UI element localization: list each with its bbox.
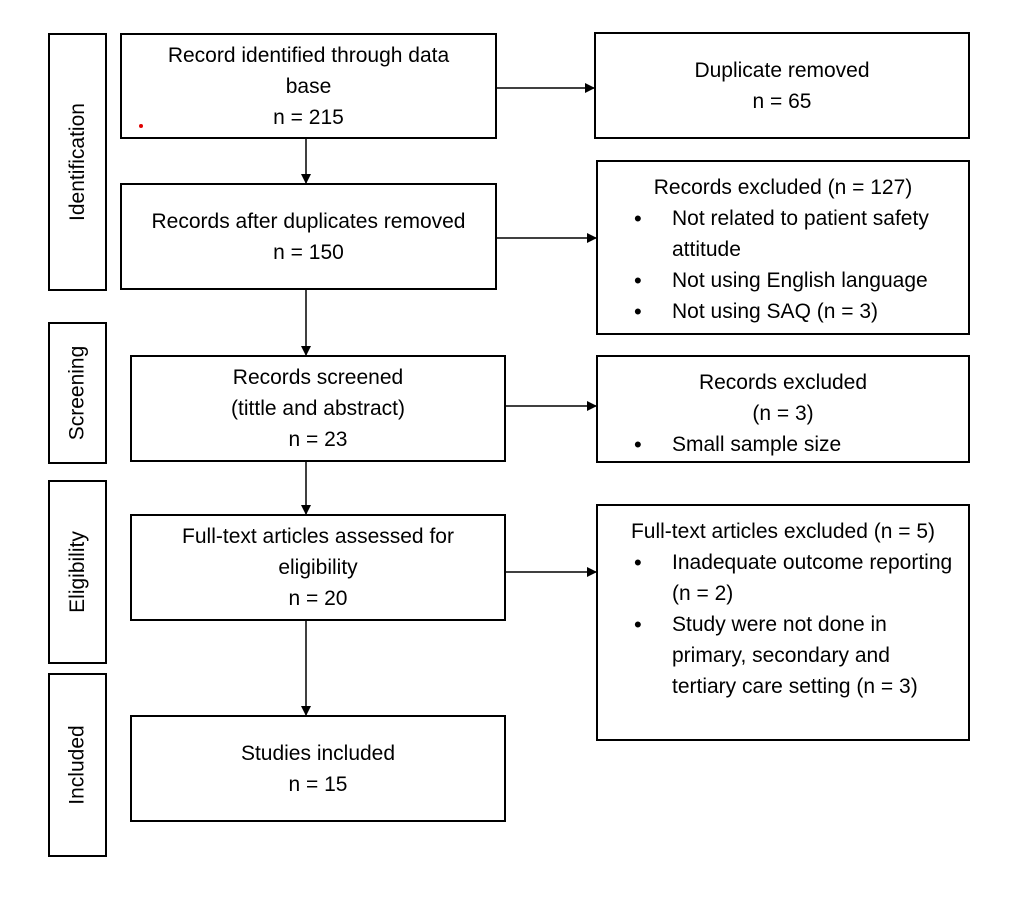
records-excluded-box-1: Records excluded (n = 127) Not related t…: [596, 160, 970, 335]
fulltext-assessed-box: Full-text articles assessed for eligibil…: [130, 514, 506, 621]
excluded1-list: Not related to patient safety attitude N…: [598, 203, 968, 327]
identified-count: n = 215: [273, 105, 344, 129]
duplicates-removed-box: Duplicate removed n = 65: [594, 32, 970, 139]
excluded3-item: Study were not done in primary, secondar…: [598, 609, 968, 702]
excluded3-list: Inadequate outcome reporting (n = 2) Stu…: [598, 547, 968, 702]
excluded2-list: Small sample size: [598, 429, 968, 460]
fulltext-excluded-box: Full-text articles excluded (n = 5) Inad…: [596, 504, 970, 741]
stage-included: Included: [48, 673, 107, 857]
fulltext-line1: Full-text articles assessed for: [182, 525, 454, 548]
excluded1-item: Not using SAQ (n = 3): [598, 296, 968, 327]
excluded3-title: Full-text articles excluded (n = 5): [630, 520, 936, 543]
duplicates-count: n = 65: [752, 89, 812, 113]
stage-eligibility-label: Eligibility: [65, 531, 89, 613]
studies-included-box: Studies included n = 15: [130, 715, 506, 822]
stage-identification-label: Identification: [65, 103, 89, 221]
red-dot-mark: [139, 124, 143, 128]
screened-box: Records screened (tittle and abstract) n…: [130, 355, 506, 462]
stage-screening: Screening: [48, 322, 107, 464]
excluded1-item: Not using English language: [598, 265, 968, 296]
duplicates-line1: Duplicate removed: [694, 58, 870, 82]
screened-count: n = 23: [288, 428, 348, 451]
excluded2-count: (n = 3): [752, 402, 814, 425]
identified-line2: base: [285, 74, 332, 98]
included-line1: Studies included: [240, 741, 396, 765]
stage-eligibility: Eligibility: [48, 480, 107, 664]
screened-line2: (tittle and abstract): [231, 397, 405, 420]
screened-line1: Records screened: [232, 366, 404, 389]
identified-records-box: Record identified through data base n = …: [120, 33, 497, 139]
after-duplicates-box: Records after duplicates removed n = 150: [120, 183, 497, 290]
fulltext-line2: eligibility: [278, 556, 358, 579]
fulltext-count: n = 20: [288, 587, 348, 610]
excluded2-item: Small sample size: [598, 429, 968, 460]
excluded1-title: Records excluded (n = 127): [653, 176, 913, 199]
after-duplicates-line1: Records after duplicates removed: [151, 209, 466, 233]
after-duplicates-count: n = 150: [273, 240, 344, 264]
stage-identification: Identification: [48, 33, 107, 291]
excluded1-item: Not related to patient safety attitude: [598, 203, 968, 265]
records-excluded-box-2: Records excluded (n = 3) Small sample si…: [596, 355, 970, 463]
excluded2-title: Records excluded: [698, 371, 868, 394]
included-count: n = 15: [288, 772, 348, 796]
excluded3-item: Inadequate outcome reporting (n = 2): [598, 547, 968, 609]
stage-screening-label: Screening: [65, 345, 89, 441]
stage-included-label: Included: [65, 725, 89, 805]
identified-line1: Record identified through data: [167, 43, 450, 67]
